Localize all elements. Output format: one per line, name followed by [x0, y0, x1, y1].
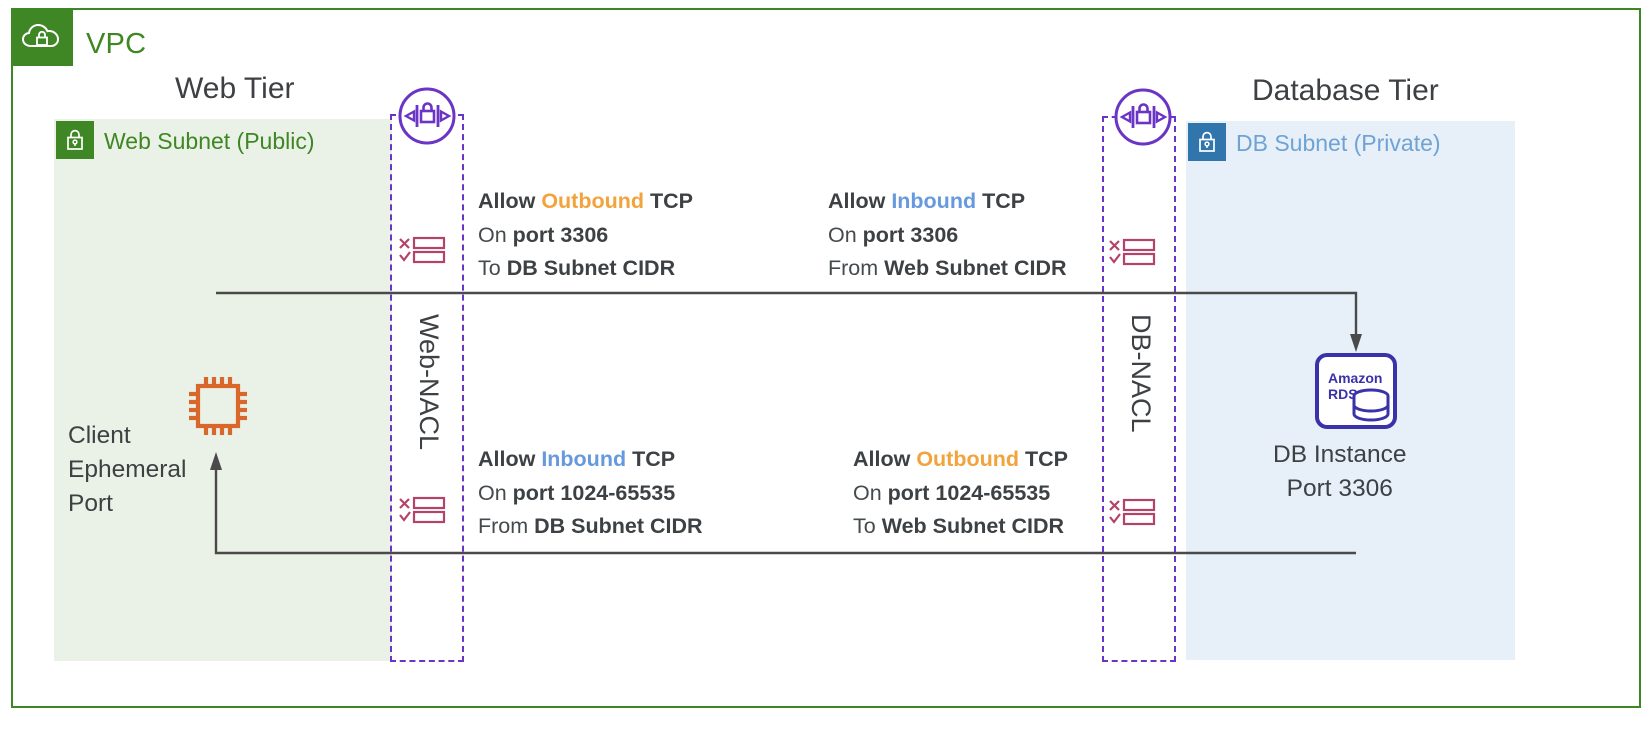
web-nacl-inbound-rule: Allow Inbound TCP On port 1024-65535 Fro…	[478, 443, 703, 544]
rule-line-1: Allow Outbound TCP	[853, 447, 1068, 471]
nacl-rule-list-icon	[398, 230, 446, 270]
cpu-chip-icon	[180, 372, 256, 444]
rule-direction: Outbound	[916, 447, 1019, 471]
vpc-badge	[11, 8, 73, 66]
lock-icon	[1199, 131, 1215, 152]
nacl-rule-list-icon	[1108, 232, 1156, 272]
web-tier-title: Web Tier	[175, 72, 295, 105]
rds-icon-text-line2: RDS	[1328, 386, 1358, 402]
nacl-rule-list-icon	[398, 490, 446, 530]
rule-line-2: On port 1024-65535	[853, 480, 1051, 505]
web-nacl-label: Web-NACL	[414, 314, 444, 451]
db-nacl-inbound-rule: Allow Inbound TCP On port 3306 From Web …	[828, 185, 1067, 286]
rule-line-3: From Web Subnet CIDR	[828, 256, 1067, 280]
network-acl-icon	[398, 87, 456, 145]
web-subnet-label: Web Subnet (Public)	[104, 128, 315, 154]
rule-line-3: To DB Subnet CIDR	[478, 256, 676, 280]
client-ephemeral-port-label: Client Ephemeral Port	[68, 422, 187, 517]
vpc-title: VPC	[86, 28, 147, 60]
rds-icon-text-line1: Amazon	[1328, 370, 1382, 386]
web-subnet-region	[54, 119, 392, 661]
rule-line-1: Allow Inbound TCP	[478, 447, 676, 471]
rule-line-2: On port 1024-65535	[478, 480, 676, 505]
rule-line-3: To Web Subnet CIDR	[853, 514, 1065, 538]
db-nacl-label: DB-NACL	[1126, 314, 1156, 433]
db-nacl-outbound-rule: Allow Outbound TCP On port 1024-65535 To…	[853, 443, 1068, 544]
cloud-lock-icon	[22, 23, 60, 47]
rule-direction: Outbound	[541, 189, 644, 213]
amazon-rds-icon: Amazon RDS	[1314, 352, 1398, 430]
nacl-rule-list-icon	[1108, 492, 1156, 532]
rule-line-3: From DB Subnet CIDR	[478, 514, 703, 538]
lock-icon	[67, 129, 83, 150]
web-nacl-outbound-rule: Allow Outbound TCP On port 3306 To DB Su…	[478, 185, 693, 286]
db-instance-label: DB Instance Port 3306	[1273, 441, 1407, 502]
rule-line-1: Allow Outbound TCP	[478, 189, 693, 213]
db-nacl-icon	[1112, 86, 1174, 148]
rule-line-2: On port 3306	[828, 222, 959, 247]
network-acl-icon	[1114, 88, 1172, 146]
rule-direction: Inbound	[891, 189, 977, 213]
web-subnet-badge	[56, 121, 94, 159]
rule-line-2: On port 3306	[478, 222, 609, 247]
rule-line-1: Allow Inbound TCP	[828, 189, 1026, 213]
db-subnet-label: DB Subnet (Private)	[1236, 130, 1441, 156]
db-subnet-badge	[1188, 123, 1226, 161]
web-nacl-icon	[396, 85, 458, 147]
database-tier-title: Database Tier	[1252, 74, 1439, 107]
rule-direction: Inbound	[541, 447, 627, 471]
